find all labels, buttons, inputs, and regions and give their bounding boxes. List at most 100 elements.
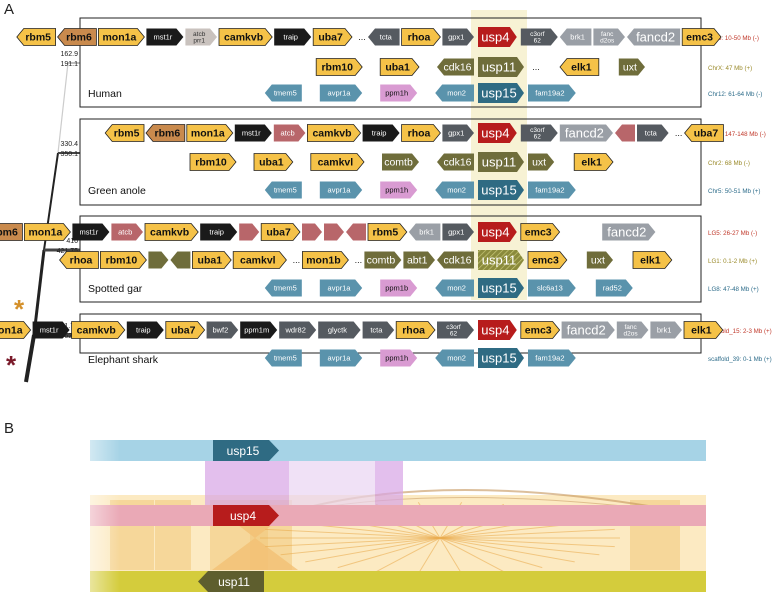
divergence-upper: 416 — [66, 238, 78, 245]
gene-gar-emc3-1-13: emc3 — [527, 251, 568, 269]
gene-gar-tmem5-2-0: tmem5 — [264, 279, 302, 297]
gene-label: mon2 — [447, 284, 466, 293]
gene-shark-tcta-0-10: tcta — [362, 321, 395, 339]
gene-anole-rbm5-0-0: rbm5 — [104, 124, 145, 142]
gene-anole-ppm1h-2-2: ppm1h — [380, 181, 418, 199]
gene-shape — [478, 222, 517, 242]
gene-label: usp11 — [482, 60, 516, 75]
gene-anole-avpr1a-2-1: avpr1a — [319, 181, 363, 199]
species-name: Green anole — [88, 185, 146, 197]
gene-label: mon1a — [102, 32, 136, 44]
gene-gar-blank-0-9 — [324, 223, 344, 241]
gene-gar-brk1-0-12: brk1 — [408, 223, 441, 241]
gene-shape — [232, 251, 287, 269]
gene-shape — [111, 223, 143, 241]
gene-gar-gpx1-0-13: gpx1 — [442, 223, 474, 241]
gene-label: camkvb — [312, 128, 351, 140]
gene-shark-bwf2-0-6: bwf2 — [206, 321, 239, 339]
gene-label: uba7 — [694, 128, 719, 140]
divergence-upper: 421.75 — [57, 323, 79, 330]
gene-label: brk1 — [570, 33, 585, 42]
gene-human-rhoa-0-10: rhoa — [401, 28, 441, 46]
gene-human-emc3-0-17: emc3 — [681, 28, 722, 46]
wgd-star-orange: * — [14, 294, 25, 324]
gene-shape — [0, 321, 32, 339]
gene-label: 62 — [450, 330, 458, 337]
ribbon-ray — [375, 537, 441, 573]
gene-shape — [310, 153, 365, 171]
panel-b-gene-usp4: usp4 — [213, 505, 279, 526]
locus-label: ChrX: 47 Mb (+) — [708, 65, 752, 72]
gene-gar-blank-0-6 — [239, 223, 260, 241]
gene-shape — [520, 124, 558, 142]
gene-human-gpx1-0-11: gpx1 — [442, 28, 474, 46]
gene-label: c3orf — [446, 324, 461, 331]
gene-gar-camkvl-1-5: camkvl — [232, 251, 287, 269]
gene-label: fam19a2 — [535, 186, 564, 195]
gene-label: tcta — [645, 129, 658, 138]
gene-human-rbm6-0-1: rbm6 — [57, 28, 97, 46]
gene-shark-mon2-1-3: mon2 — [435, 349, 474, 367]
gene-label: traip — [136, 326, 151, 335]
gene-shape — [23, 223, 71, 241]
gene-shape — [346, 223, 366, 241]
gene-gar---1-8: ... — [355, 255, 363, 265]
gene-label: c3orf — [530, 127, 545, 134]
gene-label: rbm6 — [155, 128, 181, 140]
gene-label: brk1 — [419, 228, 434, 237]
gene-shark-glyctk-0-9: glyctk — [318, 321, 361, 339]
gene-label: elk1 — [581, 157, 602, 169]
gene-label: rhoa — [408, 128, 431, 140]
gene-label: uxt — [623, 62, 637, 74]
gene-shape — [318, 321, 361, 339]
gene-label: rhoa — [402, 325, 425, 337]
gene-label: rbm10 — [106, 255, 138, 267]
gene-anole-usp11-1-5: usp11 — [478, 152, 524, 172]
gene-label: avpr1a — [328, 89, 352, 98]
locus-label: Chr5: 50-51 Mb (+) — [708, 188, 760, 195]
panel-b-gene-usp11: usp11 — [198, 571, 264, 592]
gene-label: tmem5 — [274, 186, 297, 195]
gene-label: traip — [209, 228, 224, 237]
gene-label: tmem5 — [274, 354, 297, 363]
species-name: Spotted gar — [88, 283, 143, 295]
gene-shape — [186, 124, 234, 142]
ribbon-purple — [205, 461, 289, 505]
gene-shark-uba7-0-5: uba7 — [165, 321, 206, 339]
gene-label: uxt — [532, 157, 546, 169]
gene-label: mst1r — [80, 228, 99, 237]
gene-anole-usp4-0-9: usp4 — [478, 123, 517, 143]
gene-shark-mon1a-0-1: mon1a — [0, 321, 32, 339]
gene-anole-camkvb-0-5: camkvb — [306, 124, 362, 142]
wgd-star-maroon: * — [6, 350, 17, 380]
gene-anole-fancd2-0-11: fancd2 — [559, 124, 613, 142]
gene-label: comtb — [367, 255, 396, 267]
gene-label: tcta — [380, 33, 393, 42]
gene-shape — [72, 223, 110, 241]
gene-label: gpx1 — [448, 129, 464, 138]
gene-anole-gpx1-0-8: gpx1 — [442, 124, 474, 142]
gene-shape — [437, 251, 474, 269]
gene-shark-rhoa-0-11: rhoa — [395, 321, 436, 339]
chromosome-usp11 — [90, 571, 706, 592]
gene-shape — [319, 181, 363, 199]
gene-shark-brk1-0-17: brk1 — [650, 321, 682, 339]
gene-gar-ppm1b-2-2: ppm1b — [380, 279, 418, 297]
gene-shape — [478, 278, 524, 298]
gene-gar-abt1-1-10: abt1 — [403, 251, 435, 269]
gene-shape — [435, 181, 474, 199]
gene-gar-rhoa-1-0: rhoa — [59, 251, 99, 269]
gene-label: prr1 — [193, 37, 205, 44]
gene-label: uba7 — [171, 325, 196, 337]
gene-human-rbm5-0-0: rbm5 — [16, 28, 56, 46]
gene-label: fanc — [624, 324, 637, 331]
gene-human-fancd2-0-16: fancd2 — [627, 28, 681, 46]
gene-shape — [528, 84, 576, 102]
gene-shape — [239, 223, 260, 241]
ribbon-ray — [439, 537, 600, 556]
gene-shape — [520, 223, 561, 241]
gene-gar---1-6: ... — [293, 255, 301, 265]
